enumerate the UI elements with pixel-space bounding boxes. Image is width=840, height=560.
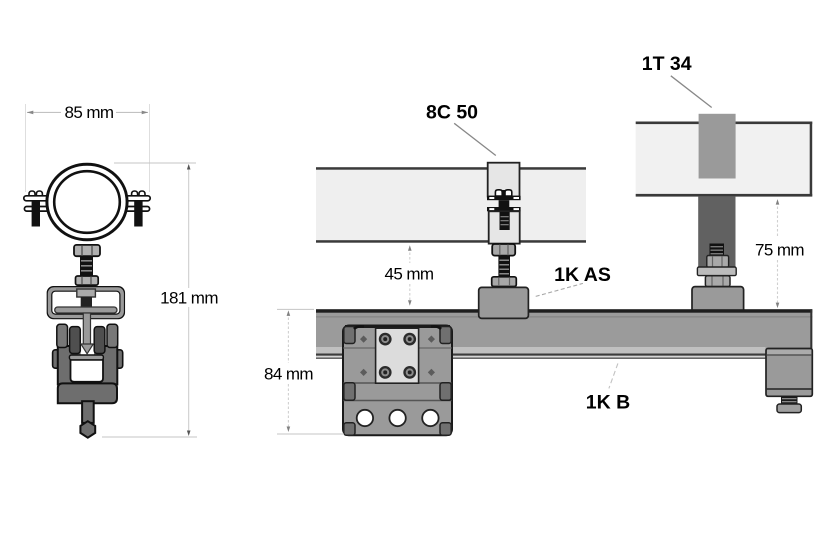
svg-text:8C 50: 8C 50 bbox=[426, 102, 478, 124]
svg-text:1K AS: 1K AS bbox=[554, 264, 611, 286]
svg-text:75 mm: 75 mm bbox=[755, 241, 804, 260]
svg-text:85 mm: 85 mm bbox=[65, 103, 114, 122]
svg-text:1T 34: 1T 34 bbox=[642, 53, 692, 75]
svg-text:45 mm: 45 mm bbox=[385, 265, 434, 284]
svg-text:84 mm: 84 mm bbox=[264, 365, 313, 384]
svg-text:1K B: 1K B bbox=[586, 391, 630, 413]
svg-text:181 mm: 181 mm bbox=[160, 289, 218, 308]
